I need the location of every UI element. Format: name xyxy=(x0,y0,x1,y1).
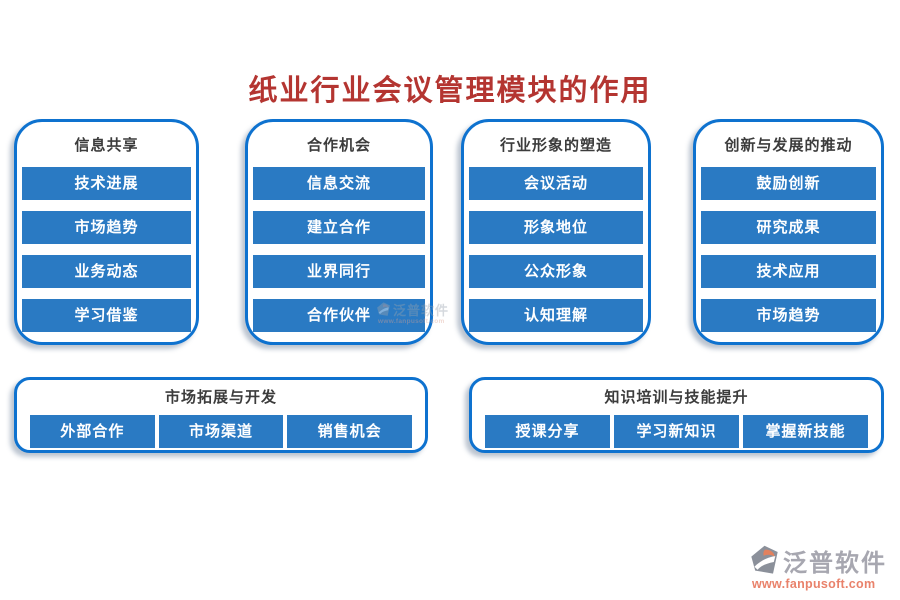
diagram-node: 公众形象 xyxy=(469,255,643,288)
diagram-node: 鼓励创新 xyxy=(701,167,876,200)
diagram-node: 业务动态 xyxy=(22,255,191,288)
diagram-node: 信息交流 xyxy=(253,167,425,200)
card-header: 信息共享 xyxy=(74,137,139,154)
card-item-row: 外部合作 市场渠道 销售机会 xyxy=(17,415,425,448)
card-industry-image: 行业形象的塑造 会议活动 形象地位 公众形象 认知理解 xyxy=(461,119,651,345)
fanpu-logo-icon xyxy=(751,545,778,574)
diagram-node: 合作伙伴 xyxy=(253,299,425,332)
diagram-node: 市场趋势 xyxy=(701,299,876,332)
card-header: 创新与发展的推动 xyxy=(724,137,853,154)
diagram-node: 学习借鉴 xyxy=(22,299,191,332)
card-market-expansion: 市场拓展与开发 外部合作 市场渠道 销售机会 xyxy=(14,377,428,453)
card-knowledge-training: 知识培训与技能提升 授课分享 学习新知识 掌握新技能 xyxy=(469,377,884,453)
card-item-stack: 技术进展 市场趋势 业务动态 学习借鉴 xyxy=(17,167,196,332)
card-header: 市场拓展与开发 xyxy=(164,389,277,406)
diagram-node: 外部合作 xyxy=(30,415,155,448)
diagram-node: 研究成果 xyxy=(701,211,876,244)
diagram-node: 建立合作 xyxy=(253,211,425,244)
diagram-node: 掌握新技能 xyxy=(743,415,868,448)
diagram-node: 业界同行 xyxy=(253,255,425,288)
diagram-node: 会议活动 xyxy=(469,167,643,200)
card-item-stack: 鼓励创新 研究成果 技术应用 市场趋势 xyxy=(696,167,881,332)
fanpu-logo: 泛普软件 www.fanpusoft.com xyxy=(749,543,887,591)
card-information-sharing: 信息共享 技术进展 市场趋势 业务动态 学习借鉴 xyxy=(14,119,199,345)
diagram-node: 形象地位 xyxy=(469,211,643,244)
card-header: 知识培训与技能提升 xyxy=(604,389,749,406)
diagram-node: 技术应用 xyxy=(701,255,876,288)
diagram-node: 技术进展 xyxy=(22,167,191,200)
card-innovation-development: 创新与发展的推动 鼓励创新 研究成果 技术应用 市场趋势 xyxy=(693,119,884,345)
brand-name: 泛普软件 xyxy=(783,550,887,577)
card-cooperation-opportunities: 合作机会 信息交流 建立合作 业界同行 合作伙伴 xyxy=(245,119,433,345)
page-title: 纸业行业会议管理模块的作用 xyxy=(248,75,652,107)
card-item-stack: 信息交流 建立合作 业界同行 合作伙伴 xyxy=(248,167,430,332)
card-item-row: 授课分享 学习新知识 掌握新技能 xyxy=(472,415,881,448)
card-header: 行业形象的塑造 xyxy=(499,137,612,154)
diagram-node: 学习新知识 xyxy=(614,415,739,448)
brand-url: www.fanpusoft.com xyxy=(752,577,876,591)
diagram-node: 销售机会 xyxy=(287,415,413,448)
card-item-stack: 会议活动 形象地位 公众形象 认知理解 xyxy=(464,167,648,332)
diagram-node: 认知理解 xyxy=(469,299,643,332)
card-header: 合作机会 xyxy=(306,137,371,154)
diagram-node: 授课分享 xyxy=(485,415,610,448)
diagram-node: 市场渠道 xyxy=(158,415,284,448)
diagram-node: 市场趋势 xyxy=(22,211,191,244)
